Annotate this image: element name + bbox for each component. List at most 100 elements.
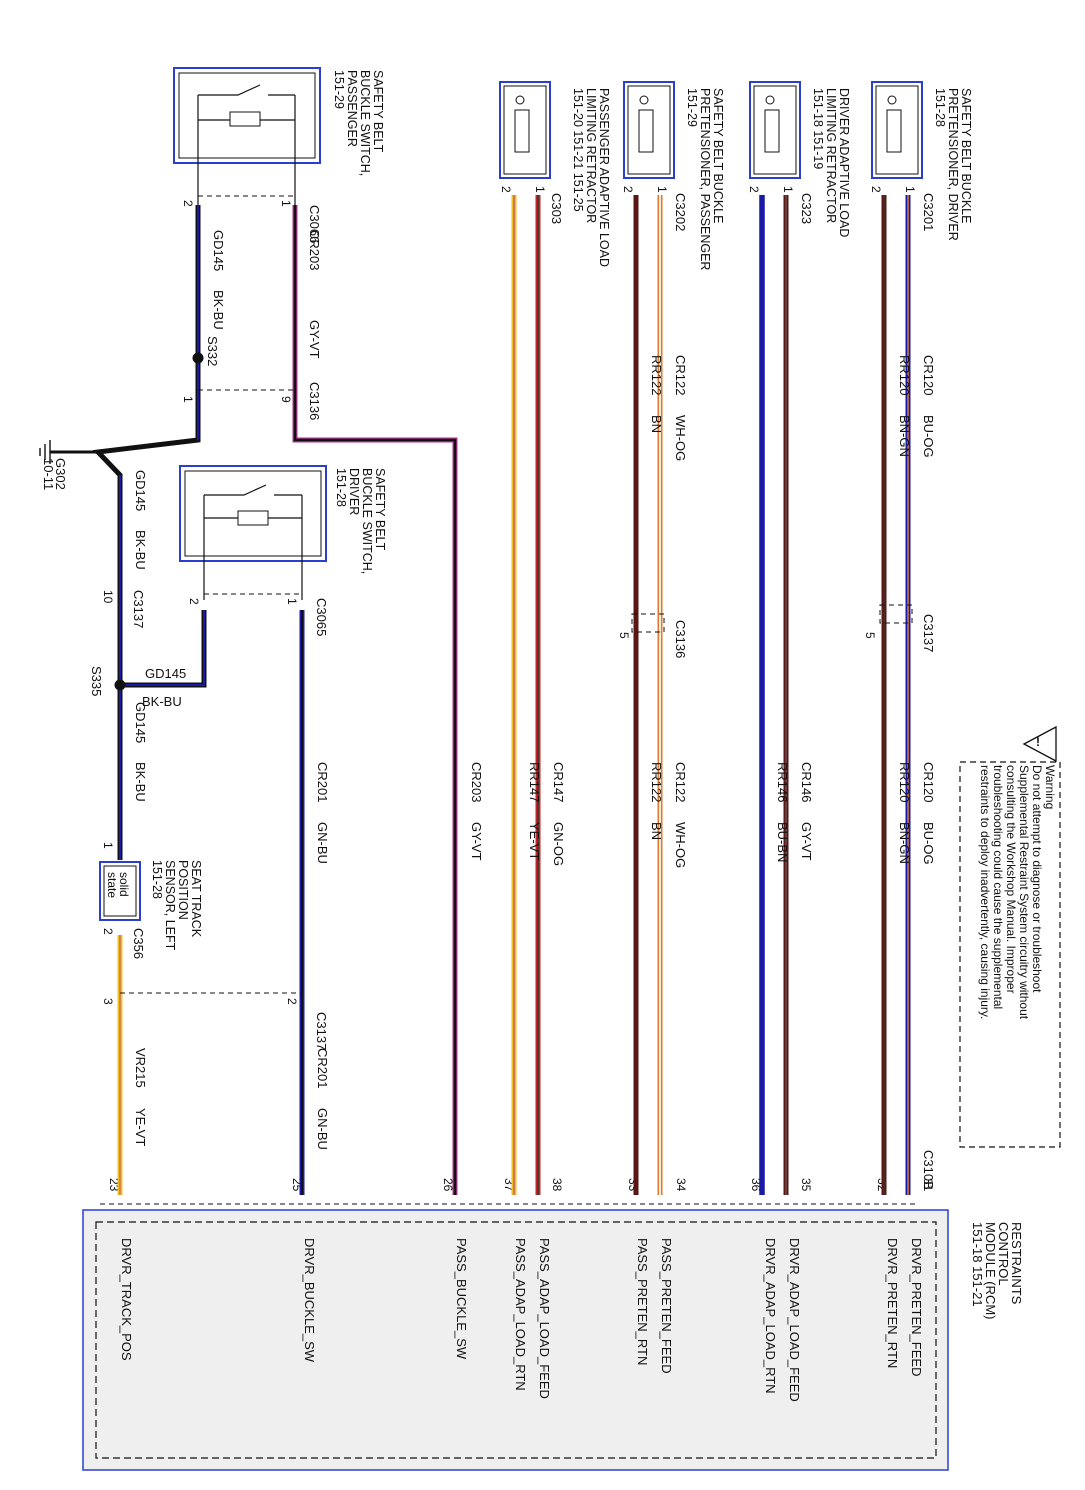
- wire-cr203: [292, 205, 458, 1195]
- svg-text:RR122: RR122: [649, 762, 664, 802]
- signal-pass-adap-load-rtn: PASS_ADAP_LOAD_RTN: [513, 1238, 528, 1391]
- signal-drvr-buckle-sw: DRVR_BUCKLE_SW: [302, 1238, 317, 1363]
- svg-text:C3137: C3137: [921, 614, 936, 652]
- device-pass-preten: [623, 81, 675, 179]
- svg-text:2: 2: [285, 998, 299, 1005]
- rcm-pin-numbers: 31 32 35 36 34 33 38 37 26 25 23: [107, 1178, 935, 1192]
- svg-text:BK-BU: BK-BU: [133, 762, 148, 802]
- signal-pass-adap-load-feed: PASS_ADAP_LOAD_FEED: [537, 1238, 552, 1399]
- svg-text:C3136: C3136: [673, 620, 688, 658]
- svg-text:C3202: C3202: [673, 193, 688, 231]
- svg-text:C3201: C3201: [921, 193, 936, 231]
- signal-pass-preten-feed: PASS_PRETEN_FEED: [659, 1238, 674, 1374]
- svg-text:SAFETY BELT: SAFETY BELT: [371, 70, 385, 153]
- svg-text:G302: G302: [53, 458, 68, 490]
- splice-s335: [114, 679, 126, 691]
- module-title-2: CONTROL: [996, 1222, 1011, 1286]
- svg-text:PRETENSIONER, PASSENGER: PRETENSIONER, PASSENGER: [698, 88, 712, 270]
- svg-text:151-28: 151-28: [933, 88, 947, 127]
- signal-pass-preten-rtn: PASS_PRETEN_RTN: [635, 1238, 650, 1365]
- svg-text:BU-BN: BU-BN: [775, 822, 790, 862]
- svg-text:WH-OG: WH-OG: [673, 415, 688, 461]
- svg-text:SEAT TRACK: SEAT TRACK: [189, 860, 203, 938]
- svg-text:151-20 151-21 151-25: 151-20 151-21 151-25: [571, 88, 585, 212]
- signal-drvr-preten-feed: DRVR_PRETEN_FEED: [909, 1238, 924, 1376]
- splice-s332: [192, 352, 204, 364]
- svg-text:C303: C303: [549, 193, 564, 224]
- svg-text:CR122: CR122: [673, 762, 688, 802]
- svg-text:CR147: CR147: [551, 762, 566, 802]
- svg-text:GN-BU: GN-BU: [315, 822, 330, 864]
- warning-box: [959, 761, 1061, 1148]
- svg-text:LIMITING RETRACTOR: LIMITING RETRACTOR: [584, 88, 598, 223]
- c310b-label: C310B: [921, 1150, 936, 1190]
- signal-drvr-track-pos: DRVR_TRACK_POS: [119, 1238, 134, 1361]
- svg-text:5: 5: [863, 632, 877, 639]
- module-title-4: 151-18 151-21: [970, 1222, 985, 1307]
- svg-text:1: 1: [903, 186, 917, 193]
- svg-text:GY-VT: GY-VT: [307, 320, 322, 359]
- svg-text:DRIVER ADAPTIVE LOAD: DRIVER ADAPTIVE LOAD: [837, 88, 851, 237]
- svg-text:RR120: RR120: [897, 355, 912, 395]
- svg-text:C3137: C3137: [131, 590, 146, 628]
- warning-triangle-icon: [1022, 725, 1057, 763]
- svg-text:BUCKLE SWITCH,: BUCKLE SWITCH,: [360, 468, 374, 574]
- svg-text:C3066: C3066: [307, 205, 322, 243]
- svg-text:PASSENGER ADAPTIVE LOAD: PASSENGER ADAPTIVE LOAD: [597, 88, 611, 267]
- svg-text:GD145: GD145: [133, 470, 148, 511]
- svg-text:151-29: 151-29: [332, 70, 346, 109]
- svg-text:BN-GN: BN-GN: [897, 822, 912, 864]
- restraints-control-module: RESTRAINTS CONTROL MODULE (RCM) 151-18 1…: [82, 1150, 1024, 1471]
- pin-35: 35: [799, 1178, 813, 1192]
- svg-text:C3137: C3137: [314, 1012, 329, 1050]
- svg-text:1: 1: [181, 396, 195, 403]
- svg-text:2: 2: [747, 186, 761, 193]
- svg-text:SAFETY BELT BUCKLE: SAFETY BELT BUCKLE: [711, 88, 725, 223]
- svg-text:!: !: [1036, 735, 1040, 749]
- resistor-icon: [237, 510, 269, 526]
- warning-line-3: consulting the Workshop Manual. Improper: [1004, 765, 1018, 994]
- rcm-signals: DRVR_PRETEN_FEED DRVR_PRETEN_RTN DRVR_AD…: [119, 1238, 924, 1402]
- device-seat-track: solid state: [99, 861, 141, 921]
- svg-text:SAFETY BELT BUCKLE: SAFETY BELT BUCKLE: [959, 88, 973, 223]
- svg-text:151-18 151-19: 151-18 151-19: [811, 88, 825, 169]
- warning-line-4: troubleshooting could cause the suppleme…: [991, 765, 1005, 1009]
- svg-text:RR120: RR120: [897, 762, 912, 802]
- svg-text:151-29: 151-29: [685, 88, 699, 127]
- pin-34: 34: [674, 1178, 688, 1192]
- svg-text:GN-OG: GN-OG: [551, 822, 566, 866]
- wire-labels: CR120 BU-OG RR120 BN-GN CR122 WH-OG RR12…: [133, 230, 936, 1150]
- svg-text:BN: BN: [649, 415, 664, 433]
- svg-text:GY-VT: GY-VT: [799, 822, 814, 861]
- igniter-icon: [638, 109, 654, 153]
- svg-text:CR201: CR201: [315, 762, 330, 802]
- svg-text:2: 2: [621, 186, 635, 193]
- device-drv-preten: [871, 81, 923, 179]
- svg-text:2: 2: [101, 928, 115, 935]
- module-title-3: MODULE (RCM): [983, 1222, 998, 1320]
- resistor-icon: [229, 111, 261, 127]
- svg-text:YE-VT: YE-VT: [133, 1108, 148, 1146]
- svg-text:1: 1: [285, 598, 299, 605]
- svg-text:C323: C323: [799, 193, 814, 224]
- pin-26: 26: [441, 1178, 455, 1192]
- device-pass-load: [499, 81, 551, 179]
- svg-text:RR146: RR146: [775, 762, 790, 802]
- svg-text:1: 1: [655, 186, 669, 193]
- warning-line-1: Do not attempt to diagnose or troublesho…: [1030, 765, 1044, 993]
- svg-text:WH-OG: WH-OG: [673, 822, 688, 868]
- svg-text:CR120: CR120: [921, 762, 936, 802]
- svg-text:CR146: CR146: [799, 762, 814, 802]
- warning-note: ! Warning Do not attempt to diagnose or …: [959, 725, 1061, 1148]
- warning-line-5: restraints to deploy inadvertently, caus…: [978, 765, 992, 1019]
- module-inner-border: [95, 1221, 937, 1459]
- svg-text:GD145: GD145: [133, 702, 148, 743]
- wire-gd145-drv: [117, 610, 207, 860]
- signal-pass-buckle-sw: PASS_BUCKLE_SW: [454, 1238, 469, 1360]
- svg-text:151-28: 151-28: [150, 860, 164, 899]
- svg-text:GD145: GD145: [145, 666, 186, 681]
- device-pass-buckle: [173, 67, 321, 205]
- module-box: [82, 1209, 949, 1471]
